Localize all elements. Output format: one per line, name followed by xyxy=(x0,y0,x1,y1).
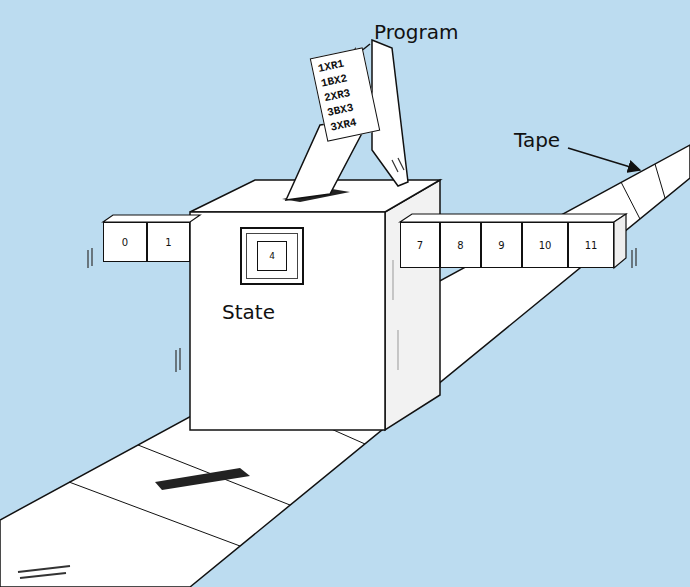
program-tape: 1XR11BX22XR33BX33XR4 xyxy=(310,47,380,141)
program-paper xyxy=(286,40,408,200)
tape-cell: 7 xyxy=(400,222,440,268)
state-window: 4 xyxy=(240,227,304,285)
tape-cell: 9 xyxy=(481,222,522,268)
node-text: 8 xyxy=(457,240,463,251)
node-text: 4 xyxy=(257,241,287,271)
motion-lines xyxy=(88,158,636,372)
machine-body: State 4 xyxy=(190,212,385,430)
node-text: State xyxy=(222,300,275,324)
node-text: 10 xyxy=(539,240,552,251)
tape-cell: 11 xyxy=(568,222,614,268)
callout-label: Program xyxy=(374,20,458,44)
node-text: 7 xyxy=(417,240,423,251)
tape-cell: 8 xyxy=(440,222,481,268)
machine-housing xyxy=(190,180,440,430)
callout-label: Tape xyxy=(514,128,560,152)
tape-strip xyxy=(0,145,690,587)
tape-cell: 0 xyxy=(103,222,147,262)
leader-arrow xyxy=(568,148,640,170)
node-text: 11 xyxy=(585,240,598,251)
tape-cell: 10 xyxy=(522,222,568,268)
node-text: 0 xyxy=(122,237,128,248)
node-text: 1 xyxy=(165,237,171,248)
node-text: 9 xyxy=(498,240,504,251)
tape-cell: 1 xyxy=(147,222,190,262)
tape-cell-faces xyxy=(103,214,626,268)
